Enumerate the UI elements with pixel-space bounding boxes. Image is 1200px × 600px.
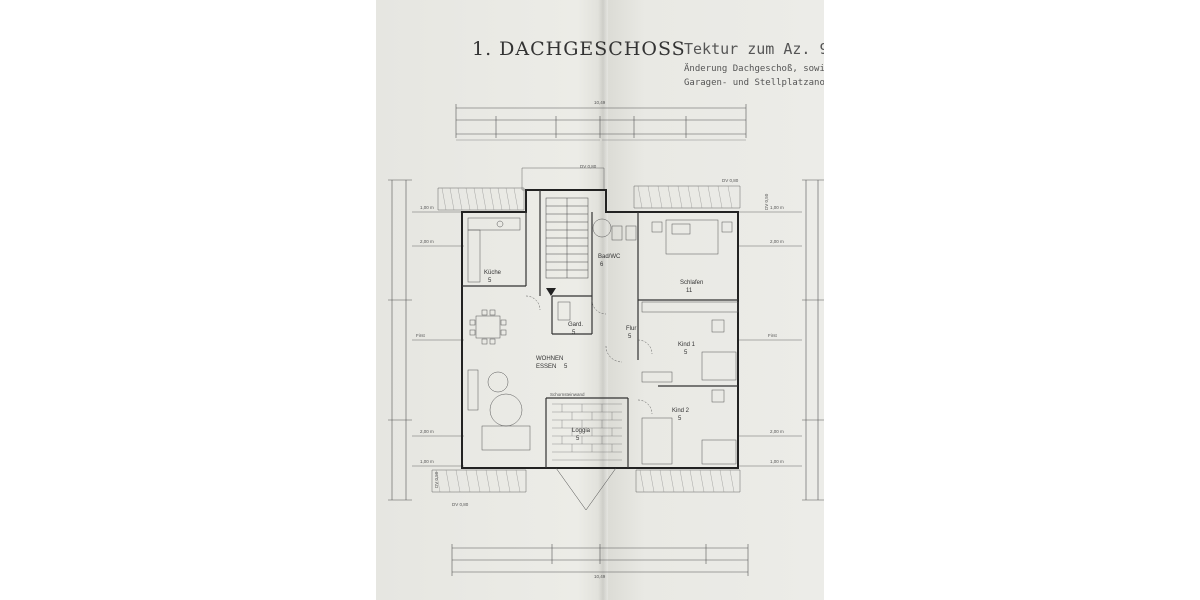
dv-right-vertical-label: DV 0,50 [764, 193, 769, 210]
level-100-right-low: 1,00 m [770, 459, 784, 464]
room-flur-number: 5 [628, 334, 632, 340]
dv-left-vertical-label: DV 0,50 [434, 471, 439, 488]
room-bad-name: Bad/WC [598, 254, 621, 260]
room-kind2-name: Kind 2 [672, 408, 690, 414]
room-flur-name: Flur [626, 326, 636, 332]
dv-right-label: DV 0,80 [722, 178, 739, 183]
room-kind1-name: Kind 1 [678, 342, 696, 348]
dv-top-label: DV 0,80 [580, 164, 597, 169]
level-200-right: 2,00 m [770, 239, 784, 244]
room-kind2-number: 5 [678, 416, 682, 422]
room-wohnen-name2: ESSEN [536, 364, 556, 370]
floor-plan-drawing: Küche 5 Bad/WC 6 Schlafen 11 Gard. 5 Flu… [388, 100, 824, 579]
dim-bottom-total: 10,49 [594, 574, 606, 579]
schornstein-label: Schornsteinwand [550, 392, 585, 397]
room-kind1-number: 5 [684, 350, 688, 356]
level-100-left-low: 1,00 m [420, 459, 434, 464]
level-200-left-low: 2,00 m [420, 429, 434, 434]
level-100-left: 1,00 m [420, 205, 434, 210]
drawing-title: 1. DACHGESCHOSS [472, 38, 686, 60]
room-garderobe-name: Gard. [568, 322, 583, 328]
room-wohnen-number: 5 [564, 364, 568, 370]
level-200-right-low: 2,00 m [770, 429, 784, 434]
level-100-right: 1,00 m [770, 205, 784, 210]
dv-bottom-left-label: DV 0,80 [452, 502, 469, 507]
first-right-label: First [768, 333, 777, 338]
level-200-left: 2,00 m [420, 239, 434, 244]
room-loggia-name: Loggia [572, 428, 591, 434]
room-loggia-number: 5 [576, 436, 580, 442]
room-schlafen-name: Schlafen [680, 280, 703, 286]
room-kueche-name: Küche [484, 270, 502, 276]
change-note-line1: Änderung Dachgeschoß, sowi [684, 64, 824, 74]
dim-top-total: 10,49 [594, 100, 606, 105]
tektur-label: Tektur zum Az. 96. [684, 40, 824, 58]
room-kueche-number: 5 [488, 278, 492, 284]
paper-fold [598, 0, 608, 600]
plan-sheet: 1. DACHGESCHOSS Tektur zum Az. 96. Änder… [376, 0, 824, 600]
room-bad-number: 6 [600, 262, 604, 268]
room-garderobe-number: 5 [572, 330, 576, 336]
change-note-line2: Garagen- und Stellplatzanor [684, 78, 824, 88]
room-wohnen-name: WOHNEN [536, 356, 563, 362]
first-left-label: First [416, 333, 425, 338]
room-schlafen-number: 11 [686, 288, 693, 294]
